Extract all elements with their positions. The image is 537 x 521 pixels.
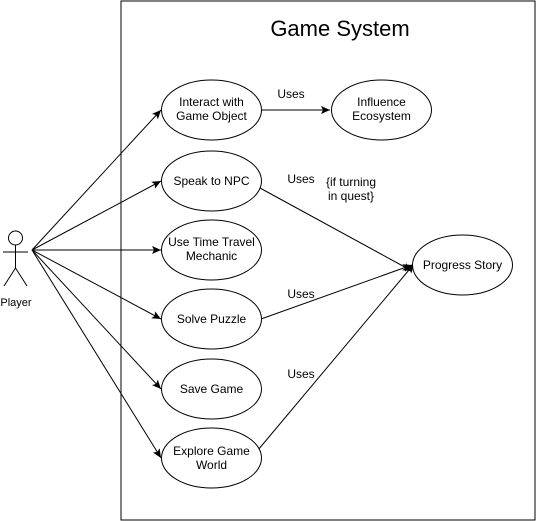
assoc-speak	[31, 180, 162, 251]
player-right-leg	[15, 267, 28, 287]
use-case-explore-label-2: World	[196, 458, 227, 472]
use-case-interact-label-1: Interact with	[179, 95, 244, 109]
uses-relations	[257, 106, 415, 451]
assoc-solve	[31, 249, 162, 320]
use-case-influence-label-2: Ecosystem	[352, 109, 411, 123]
assoc-explore	[31, 249, 162, 459]
assoc-save	[31, 249, 162, 390]
uses-label-speak: Uses	[287, 172, 314, 186]
use-case-progress	[412, 234, 513, 296]
use-case-interact-label-2: Game Object	[176, 109, 247, 123]
player-left-leg	[3, 267, 16, 287]
uses-speak-progress	[259, 187, 413, 272]
use-case-influence-label-1: Influence	[357, 95, 406, 109]
player-head	[8, 230, 23, 246]
player-actor	[3, 230, 28, 287]
use-case-save	[161, 358, 262, 420]
uses-solve-progress	[260, 264, 413, 320]
use-case-explore-label-1: Explore Game	[173, 444, 250, 458]
use-case-time-travel	[161, 219, 262, 281]
use-case-time-travel-label-2: Mechanic	[186, 249, 237, 263]
uses-label-solve: Uses	[287, 287, 314, 301]
use-case-interact	[161, 79, 262, 141]
condition-label-line2: in quest}	[328, 189, 374, 203]
use-case-time-travel-label-1: Use Time Travel	[168, 235, 255, 249]
use-case-progress-label: Progress Story	[423, 258, 502, 272]
use-case-explore	[161, 427, 262, 489]
use-case-save-label: Save Game	[180, 382, 244, 396]
uses-label-influence: Uses	[277, 87, 304, 101]
condition-label-line1: {if turning	[326, 175, 376, 189]
system-title: Game System	[270, 16, 409, 41]
use-case-speak	[161, 150, 262, 212]
use-case-speak-label: Speak to NPC	[173, 174, 249, 188]
use-case-influence	[331, 79, 432, 141]
use-case-solve-label: Solve Puzzle	[177, 312, 247, 326]
uses-explore-progress	[257, 263, 415, 451]
assoc-interact	[31, 109, 162, 251]
uses-label-explore: Uses	[287, 367, 314, 381]
use-case-solve	[161, 288, 262, 350]
player-label: Player	[0, 297, 32, 309]
actor-associations	[31, 109, 162, 459]
